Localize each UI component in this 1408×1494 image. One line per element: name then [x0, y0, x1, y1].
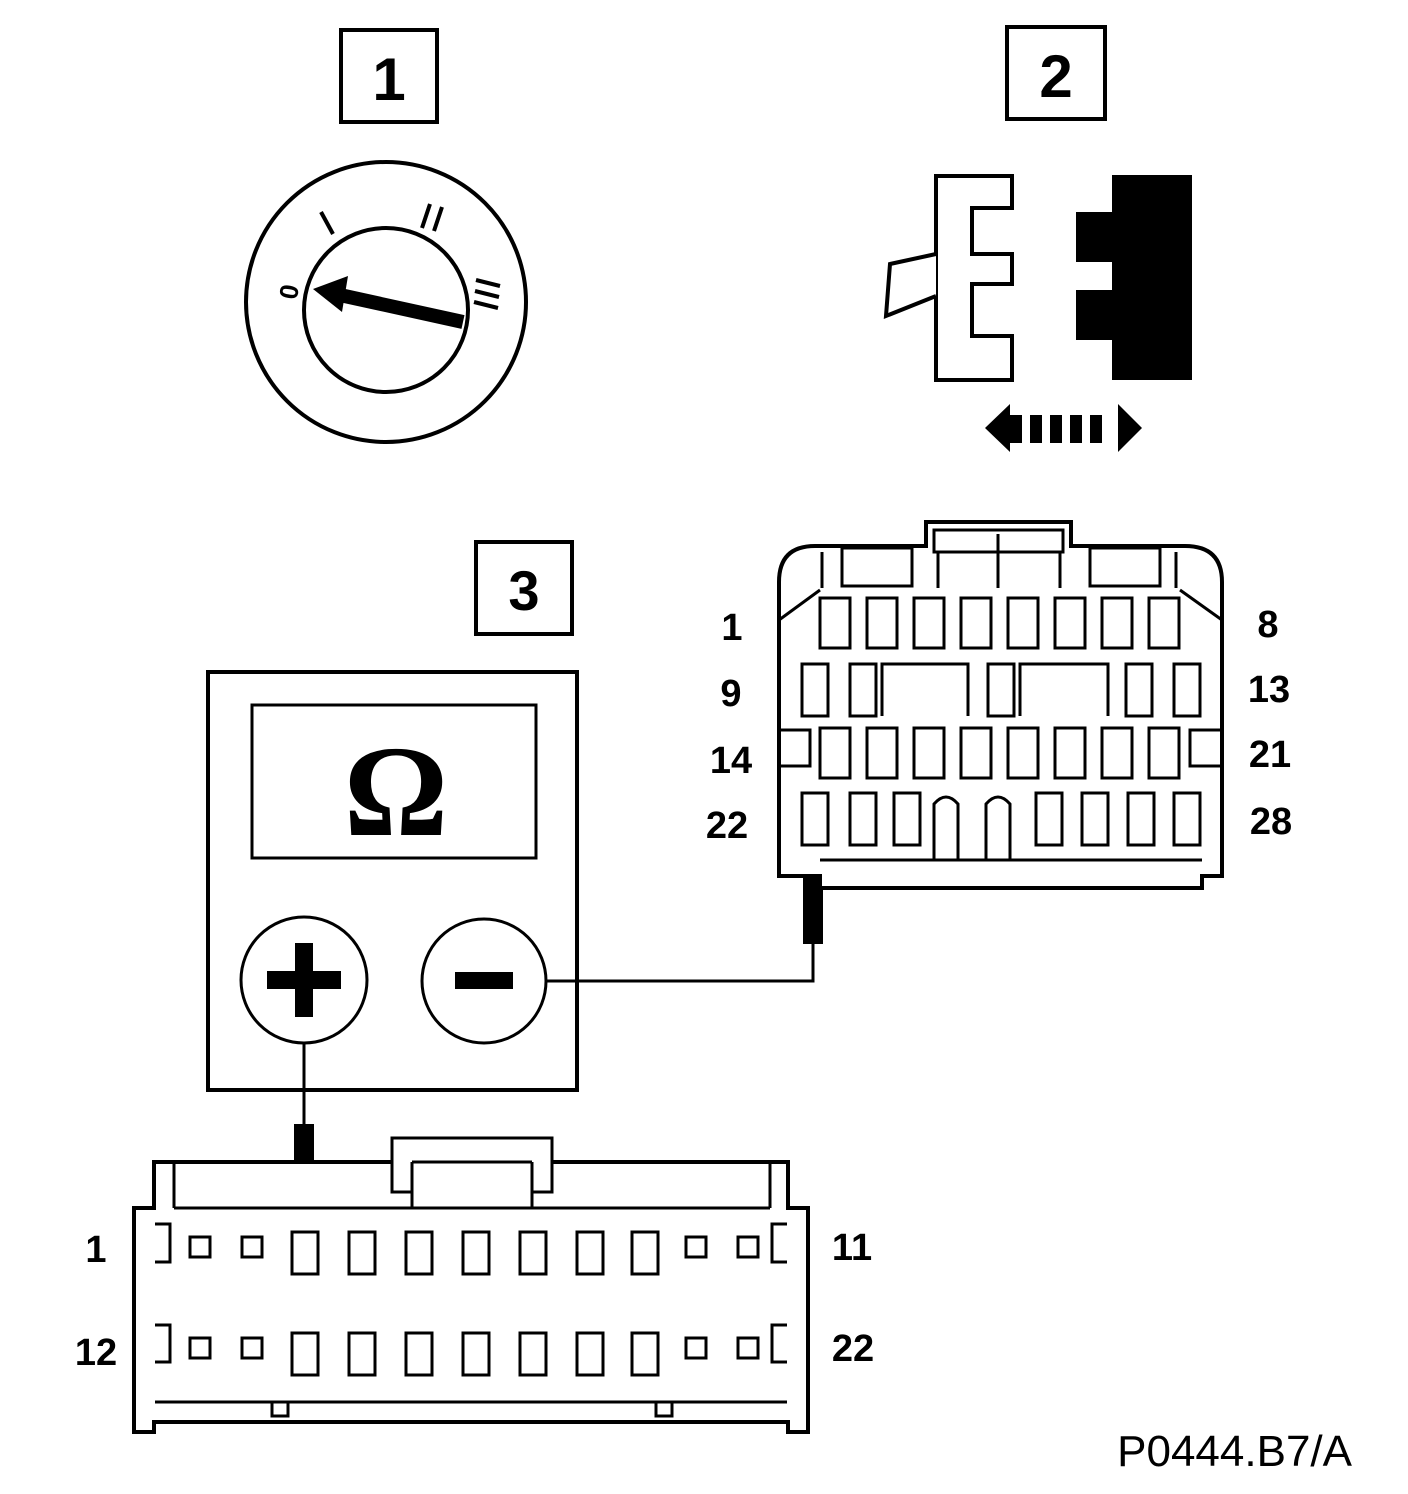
positive-terminal — [239, 915, 369, 1045]
ignition-position-I-mark — [319, 211, 335, 235]
step-2-number: 2 — [1039, 43, 1072, 110]
connector-22-pin: 1 11 12 22 — [75, 1136, 874, 1434]
double-arrow-icon — [985, 404, 1142, 452]
ignition-position-II-mark — [420, 203, 432, 229]
pin-label-1: 1 — [721, 607, 742, 649]
minus-icon — [455, 972, 513, 989]
connector-28-pin: 1 8 9 13 14 21 22 28 — [706, 520, 1292, 890]
ignition-switch: 0 — [244, 160, 528, 444]
pin-label-9: 9 — [720, 673, 741, 715]
connector-22-pin-row-1 — [188, 1230, 760, 1276]
connector-28-pin-row-1 — [818, 596, 1181, 650]
connector-lock-tab — [883, 252, 937, 320]
connector-28-pin-row-2 — [800, 662, 1202, 718]
negative-terminal — [420, 917, 548, 1045]
ignition-key-pointer-icon — [313, 276, 465, 329]
connector-female-half — [1076, 175, 1192, 380]
multimeter: Ω — [206, 670, 579, 1092]
multimeter-display — [250, 703, 538, 860]
connector-28-pin-row-4 — [800, 791, 1202, 860]
pin-label-14: 14 — [710, 740, 752, 782]
pin-label-11: 11 — [832, 1227, 872, 1269]
pin-label-1: 1 — [85, 1229, 106, 1271]
step-2-badge: 2 — [1005, 25, 1107, 121]
pin-label-13: 13 — [1248, 669, 1290, 711]
connector-disconnect-illustration — [883, 174, 1192, 452]
connector-22-pin-row-2 — [188, 1331, 760, 1377]
figure-reference: P0444.B7/A — [1117, 1427, 1352, 1476]
step-3-number: 3 — [508, 559, 539, 622]
ignition-position-0: 0 — [273, 282, 305, 301]
pin-label-22: 22 — [832, 1328, 874, 1370]
ignition-position-III-mark — [473, 278, 501, 310]
connector-22-pin-latch — [390, 1136, 554, 1210]
step-1-badge: 1 — [339, 28, 439, 124]
pin-label-12: 12 — [75, 1332, 117, 1374]
connector-28-pin-latch — [932, 528, 1065, 554]
step-3-badge: 3 — [474, 540, 574, 636]
connector-male-half — [934, 174, 1014, 382]
step-1-number: 1 — [372, 46, 405, 113]
pin-label-21: 21 — [1249, 734, 1291, 776]
connector-28-pin-row-3 — [779, 726, 1222, 780]
ohm-symbol: Ω — [344, 720, 448, 864]
pin-label-28: 28 — [1250, 801, 1292, 843]
pin-label-8: 8 — [1257, 604, 1278, 646]
pin-label-22: 22 — [706, 805, 748, 847]
